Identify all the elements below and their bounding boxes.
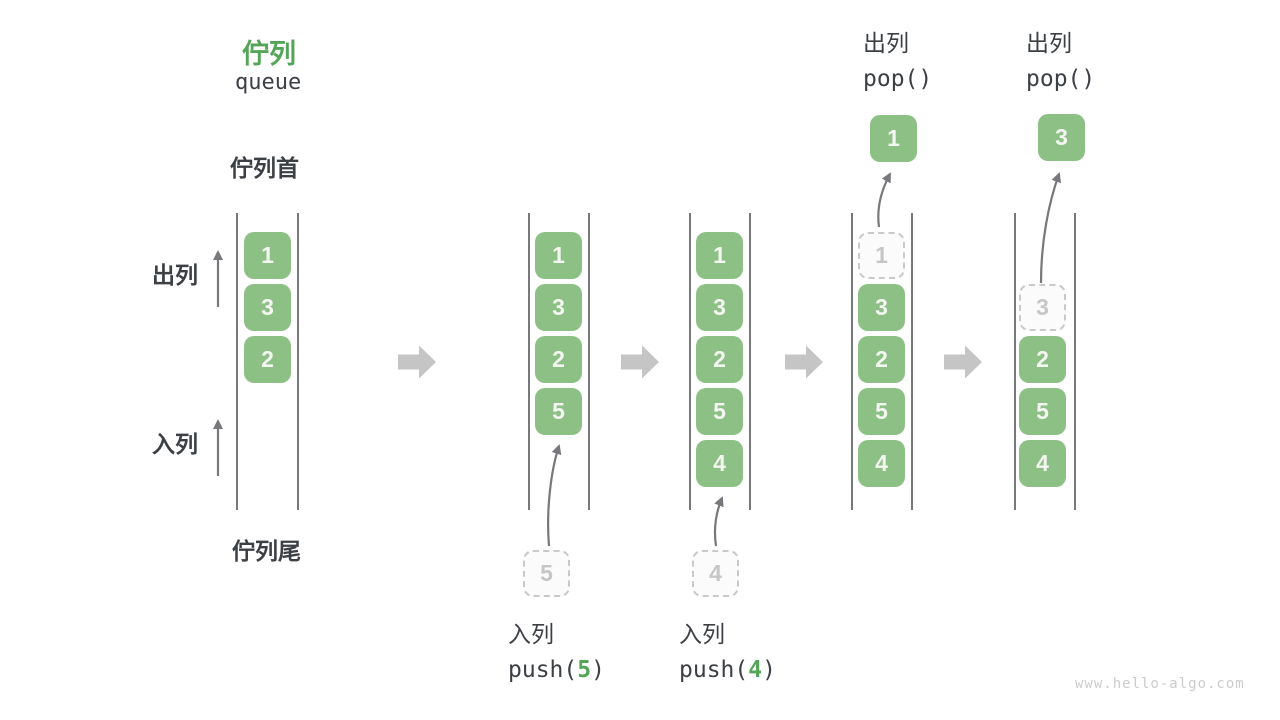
pop-code-label: pop(): [1026, 66, 1096, 92]
queue-element: 2: [535, 336, 582, 383]
popped-element: 1: [870, 115, 917, 162]
queue-element: 3: [858, 284, 905, 331]
queue-front-label: 佇列首: [230, 155, 299, 181]
push-operation-label: 入列 push(5): [508, 621, 605, 683]
pop-3-arrow: [1039, 172, 1062, 284]
queue-element: 4: [696, 440, 743, 487]
pop-operation-label: 出列 pop(): [1026, 30, 1095, 92]
queue-element: 4: [858, 440, 905, 487]
push-4-arrow: [713, 496, 724, 547]
dequeue-label: 出列: [1026, 30, 1072, 56]
diagram-title-zh: 佇列: [242, 39, 296, 69]
queue-element: 5: [858, 388, 905, 435]
removed-element-ghost: 3: [1019, 284, 1066, 331]
dequeue-side-label: 出列: [152, 262, 198, 288]
queue-element: 4: [1019, 440, 1066, 487]
push-5-arrow: [547, 444, 562, 547]
queue-element: 1: [244, 232, 291, 279]
queue-element: 1: [696, 232, 743, 279]
pop-code-label: pop(): [863, 66, 933, 92]
queue-element: 5: [1019, 388, 1066, 435]
transition-arrow: [398, 345, 436, 379]
queue-element: 1: [535, 232, 582, 279]
push-close-text: ): [762, 657, 776, 683]
push-arg-value: 4: [748, 657, 763, 683]
transition-arrow: [785, 345, 823, 379]
queue-element: 2: [696, 336, 743, 383]
enqueue-label: 入列: [679, 621, 725, 647]
queue-element: 2: [244, 336, 291, 383]
queue-element: 5: [696, 388, 743, 435]
queue-rear-label: 佇列尾: [232, 538, 301, 564]
enqueue-label: 入列: [508, 621, 554, 647]
enqueue-side-label: 入列: [152, 431, 198, 457]
watermark: www.hello-algo.com: [1075, 676, 1245, 692]
queue-element: 5: [535, 388, 582, 435]
push-code-label: push(4): [679, 657, 776, 683]
popped-element: 3: [1038, 114, 1085, 161]
push-arg-value: 5: [577, 657, 592, 683]
push-operation-label: 入列 push(4): [679, 621, 776, 683]
pop-operation-label: 出列 pop(): [863, 30, 932, 92]
queue-element: 3: [535, 284, 582, 331]
push-close-text: ): [591, 657, 605, 683]
pop-1-arrow: [877, 172, 891, 228]
queue-element: 2: [1019, 336, 1066, 383]
incoming-element-ghost: 5: [523, 550, 570, 597]
queue-element: 3: [696, 284, 743, 331]
queue-element: 3: [244, 284, 291, 331]
push-fn-text: push(: [679, 657, 749, 683]
push-code-label: push(5): [508, 657, 605, 683]
dequeue-label: 出列: [863, 30, 909, 56]
incoming-element-ghost: 4: [692, 550, 739, 597]
transition-arrow: [944, 345, 982, 379]
transition-arrow: [621, 345, 659, 379]
queue-element: 2: [858, 336, 905, 383]
diagram-title-en: queue: [235, 70, 302, 95]
removed-element-ghost: 1: [858, 232, 905, 279]
push-fn-text: push(: [508, 657, 578, 683]
